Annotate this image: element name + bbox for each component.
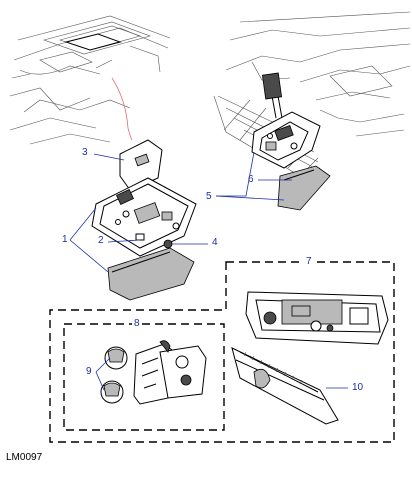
lens-10 <box>231 347 339 425</box>
replacement-console-7 <box>245 291 389 345</box>
roof-location-sketch-right <box>213 11 411 177</box>
callout-1: 1 <box>62 234 68 245</box>
console-assembly-1 <box>91 139 197 301</box>
roof-location-sketch-left <box>9 15 171 145</box>
figure-reference: LM0097 <box>6 452 43 463</box>
lamp-unit-5 <box>251 72 331 211</box>
bulbs-9 <box>100 346 128 404</box>
callout-10: 10 <box>352 382 364 393</box>
kit-box-7 <box>49 261 395 443</box>
callout-4: 4 <box>212 237 218 248</box>
lamp-holder-8 <box>133 340 207 405</box>
leader-lines <box>69 151 348 391</box>
kit-box-8 <box>63 323 225 431</box>
callout-5: 5 <box>206 191 212 202</box>
callout-2: 2 <box>98 235 104 246</box>
callout-3: 3 <box>82 147 88 158</box>
callout-7: 7 <box>304 256 314 267</box>
routing-line <box>111 77 133 141</box>
callout-9: 9 <box>86 366 92 377</box>
callout-6: 6 <box>248 174 254 185</box>
callout-8: 8 <box>132 318 142 329</box>
